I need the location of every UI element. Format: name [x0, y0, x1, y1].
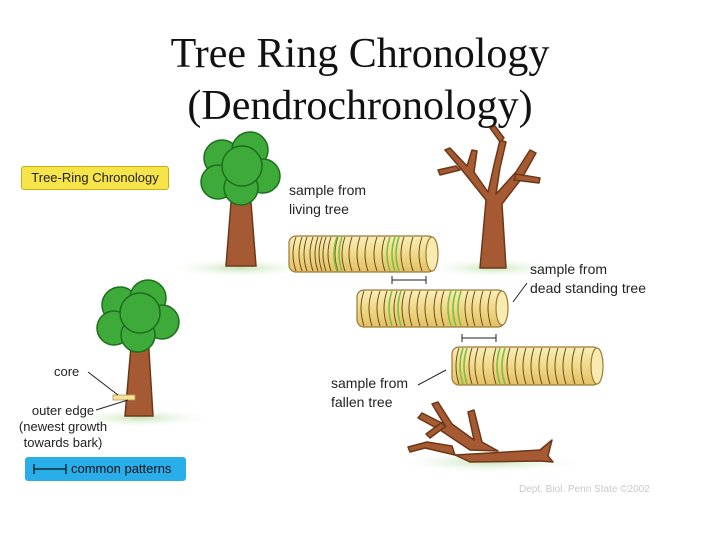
dead-standing-tree-icon [437, 125, 541, 269]
outer-edge-label-3: towards bark) [23, 435, 103, 450]
common-pattern-bracket [461, 334, 497, 342]
outer-edge-label-1: outer edge [31, 403, 95, 418]
fallen-tree-label-1: sample from [331, 375, 409, 391]
cored-tree-icon [96, 279, 180, 417]
living-tree-label-2: living tree [289, 201, 349, 217]
outer-edge-label-2: (newest growth [18, 419, 108, 434]
fallen-tree-label-2: fallen tree [331, 394, 393, 410]
credit-text: Dept. Biol. Penn State ©2002 [519, 484, 650, 495]
common-patterns-label: common patterns [71, 461, 172, 476]
core-label: core [54, 364, 80, 379]
core-sample-living [288, 235, 439, 273]
core-sample-fallen [451, 346, 604, 386]
bracket-icon [33, 464, 67, 474]
dead-tree-label-2: dead standing tree [530, 280, 646, 296]
common-patterns-legend: common patterns [25, 457, 186, 481]
ground-shadow [65, 408, 215, 428]
living-tree-icon [200, 131, 281, 267]
core-sample-dead-standing [356, 289, 509, 328]
ground-shadow [165, 258, 315, 278]
title-line-1: Tree Ring Chronology [170, 31, 550, 77]
dead-tree-pointer-line [512, 282, 528, 303]
tree-ring-chronology-badge: Tree-Ring Chronology [21, 166, 169, 190]
title-line-2: (Dendrochronology) [187, 83, 533, 129]
common-pattern-bracket [391, 276, 427, 284]
living-tree-label-1: sample from [289, 182, 367, 198]
core-sample-icon [112, 394, 136, 401]
fallen-tree-pointer-line [417, 369, 447, 386]
dead-tree-label-1: sample from [530, 261, 608, 277]
core-pointer-line [87, 371, 119, 396]
outer-edge-pointer-line [95, 399, 129, 411]
fallen-tree-icon [407, 401, 554, 463]
